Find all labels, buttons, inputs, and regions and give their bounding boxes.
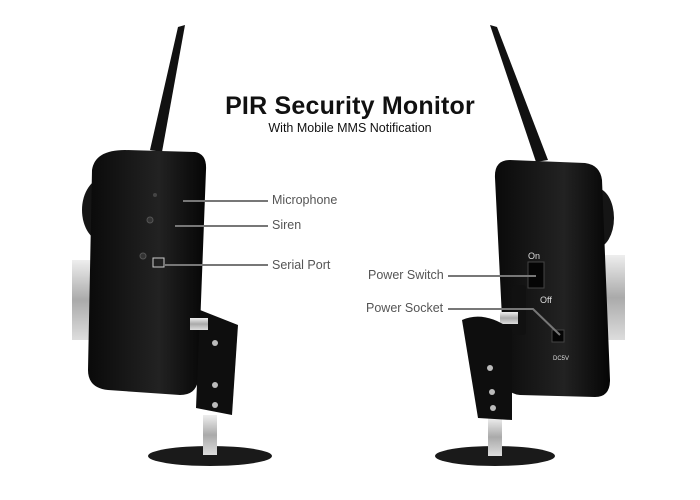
mount-arm: [462, 316, 512, 420]
antenna: [490, 25, 548, 162]
left-camera: [72, 25, 272, 466]
on-marking: On: [528, 251, 540, 261]
right-camera: On Off DC5V: [435, 25, 625, 466]
antenna: [150, 25, 185, 152]
camera-body: [494, 160, 610, 397]
callout-siren: Siren: [272, 218, 302, 232]
dc-marking: DC5V: [553, 356, 569, 362]
off-marking: Off: [540, 295, 552, 305]
page-title: PIR Security Monitor: [225, 92, 475, 120]
callout-lines: [165, 200, 561, 336]
mount-base: [148, 446, 272, 466]
power-socket: [551, 329, 565, 343]
callout-power-switch: Power Switch: [368, 268, 444, 282]
page-subtitle: With Mobile MMS Notification: [268, 121, 432, 135]
camera-body: [88, 150, 207, 395]
mount-arm: [196, 310, 238, 415]
callout-microphone: Microphone: [272, 193, 338, 207]
callout-power-socket: Power Socket: [366, 301, 444, 315]
callout-serial-port: Serial Port: [272, 258, 331, 272]
